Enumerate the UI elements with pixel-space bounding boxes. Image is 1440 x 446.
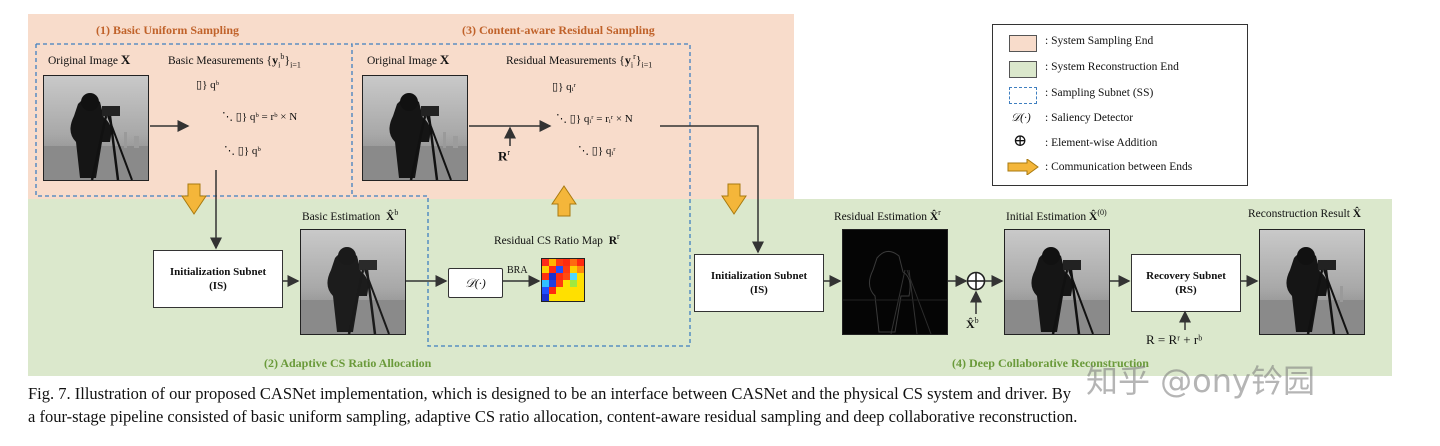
residual-measurements-label: Residual Measurements {yir}i=1	[506, 52, 653, 70]
legend-symbol-addition: ⊕	[1013, 131, 1028, 150]
initial-estimation-image	[1004, 229, 1110, 335]
communication-arrow-down-2	[721, 183, 747, 215]
initialization-subnet-box-2: Initialization Subnet(IS)	[694, 254, 824, 312]
figure-caption-line-2: a four-stage pipeline consisted of basic…	[28, 407, 1078, 426]
original-image-label-2: Original Image X	[367, 52, 450, 67]
stage-2-heading: (2) Adaptive CS Ratio Allocation	[264, 356, 432, 370]
basic-measurements-label: Basic Measurements {yib}i=1	[168, 52, 301, 70]
legend-symbol-saliency: 𝒟(·)	[1011, 112, 1031, 124]
basic-measurement-vector-2: ⋱ ▯} qᵇ = rᵇ × N	[222, 111, 298, 123]
stage-3-heading: (3) Content-aware Residual Sampling	[462, 23, 655, 37]
basic-estimation-input-label: X̂b	[966, 316, 979, 331]
total-ratio-equation: R = Rʳ + rᵇ	[1146, 332, 1203, 347]
legend: : System Sampling End : System Reconstru…	[992, 24, 1248, 186]
residual-estimation-image	[842, 229, 948, 335]
sampling-subnet-outline-1	[36, 43, 353, 196]
residual-cs-ratio-map	[541, 258, 585, 302]
legend-swatch-sampling	[1009, 35, 1037, 52]
reconstruction-result-image	[1259, 229, 1365, 335]
legend-label-sampling: : System Sampling End	[1045, 35, 1154, 47]
legend-label-communication: : Communication between Ends	[1045, 161, 1193, 173]
bra-label: BRA	[507, 265, 528, 276]
stage-4-heading: (4) Deep Collaborative Reconstruction	[952, 356, 1149, 370]
legend-label-saliency: : Saliency Detector	[1045, 112, 1134, 124]
recovery-subnet-box: Recovery Subnet(RS)	[1131, 254, 1241, 312]
original-image-label-1: Original Image X	[48, 52, 131, 67]
legend-label-reconstruction: : System Reconstruction End	[1045, 61, 1179, 73]
residual-cs-ratio-map-label: Residual CS Ratio Map Rr	[494, 232, 620, 247]
saliency-detector-box: 𝒟(·)	[448, 268, 503, 298]
legend-swatch-reconstruction	[1009, 61, 1037, 78]
stage-1-heading: (1) Basic Uniform Sampling	[96, 23, 240, 37]
legend-communication-arrow-icon	[1007, 159, 1039, 175]
communication-arrow-up	[551, 185, 577, 217]
initial-estimation-label: Initial Estimation X̂(0)	[1006, 208, 1107, 223]
residual-measurement-vector-1: ▯} qᵢʳ	[552, 81, 576, 93]
legend-label-subnet: : Sampling Subnet (SS)	[1045, 87, 1154, 99]
basic-estimation-label: Basic Estimation X̂b	[302, 208, 399, 223]
watermark: 知乎 @ony钤园	[1086, 362, 1315, 400]
sampling-subnet-outline-2	[35, 43, 691, 347]
residual-measurement-vector-3: ⋱ ▯} qᵢʳ	[578, 145, 616, 157]
residual-ratio-label: Rr	[498, 148, 511, 164]
legend-label-addition: : Element-wise Addition	[1045, 137, 1158, 149]
basic-measurement-vector-1: ▯} qᵇ	[196, 79, 219, 91]
communication-arrow-down-1	[181, 183, 207, 215]
legend-swatch-subnet	[1009, 87, 1037, 104]
figure-caption-line-1: Fig. 7. Illustration of our proposed CAS…	[28, 384, 1071, 403]
initialization-subnet-box-1: Initialization Subnet(IS)	[153, 250, 283, 308]
original-image-1	[43, 75, 149, 181]
residual-measurement-vector-2: ⋱ ▯} qᵢʳ = rᵢʳ × N	[556, 113, 633, 125]
basic-measurement-vector-3: ⋱ ▯} qᵇ	[224, 145, 261, 157]
residual-estimation-label: Residual Estimation X̂r	[834, 208, 941, 223]
reconstruction-result-label: Reconstruction Result X̂	[1248, 208, 1362, 220]
original-image-2	[362, 75, 468, 181]
basic-estimation-image	[300, 229, 406, 335]
